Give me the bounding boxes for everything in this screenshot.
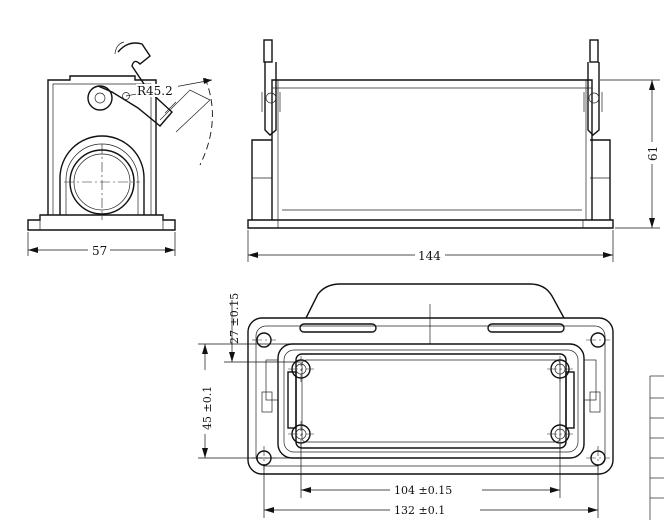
- front-view: 61 144: [247, 39, 660, 263]
- hole-pitch-label: 104 ±0.15: [394, 484, 452, 497]
- front-length-label: 144: [418, 249, 441, 263]
- title-block-table: [649, 375, 664, 520]
- pitch-height-label: 27 ±0.15: [228, 293, 241, 344]
- side-view: R45.2 57: [27, 41, 213, 258]
- side-width-label: 57: [92, 244, 107, 258]
- radius-label: R45.2: [137, 84, 173, 98]
- front-height-label: 61: [646, 146, 660, 161]
- hole-height-label: 45 ±0.1: [201, 386, 214, 430]
- base-width-label: 132 ±0.1: [394, 504, 445, 517]
- top-view: 27 ±0.15 45 ±0.1 104 ±0.15 132 ±0.1: [198, 283, 614, 518]
